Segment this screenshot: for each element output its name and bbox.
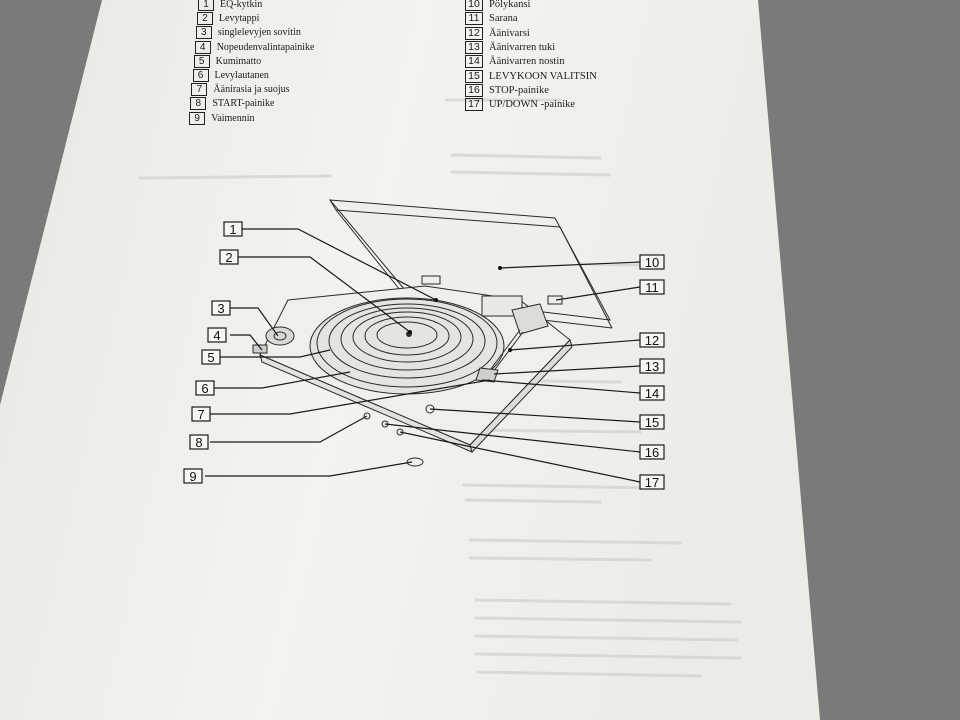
legend-number: 5 bbox=[193, 54, 210, 68]
callout-9: 9 bbox=[183, 468, 203, 484]
legend-label: Pölykansi bbox=[489, 0, 531, 10]
legend-item-4: 4 Nopeudenvalintapainike bbox=[194, 40, 315, 54]
callout-12: 12 bbox=[639, 332, 665, 348]
legend-item-16: 16 STOP-painike bbox=[465, 83, 549, 97]
legend-number: 8 bbox=[190, 97, 207, 111]
tonearm-weight bbox=[511, 303, 549, 335]
legend-number: 15 bbox=[465, 69, 483, 83]
callout-8: 8 bbox=[189, 434, 209, 450]
legend-number: 12 bbox=[465, 26, 483, 40]
legend-item-17: 17 UP/DOWN -painike bbox=[465, 98, 576, 112]
legend-item-2: 2 Levytappi bbox=[196, 12, 260, 26]
svg-text:2: 2 bbox=[225, 250, 232, 265]
legend-number: 14 bbox=[465, 55, 483, 69]
callout-7: 7 bbox=[191, 406, 211, 422]
svg-text:6: 6 bbox=[201, 381, 208, 396]
legend-item-12: 12 Äänivarsi bbox=[465, 26, 530, 40]
legend-number: 16 bbox=[465, 83, 483, 97]
legend-label: Vaimennin bbox=[211, 112, 255, 124]
legend-number: 17 bbox=[465, 98, 483, 112]
callout-5: 5 bbox=[201, 349, 221, 365]
legend-label: Levytappi bbox=[218, 13, 260, 25]
legend-item-6: 6 Levylautanen bbox=[192, 69, 269, 82]
callout-2: 2 bbox=[219, 249, 239, 265]
callout-13: 13 bbox=[639, 358, 665, 374]
legend-label: Äänivarren tuki bbox=[489, 41, 556, 53]
legend-label: Äänivarsi bbox=[489, 27, 530, 39]
callout-1: 1 bbox=[223, 221, 243, 237]
svg-text:9: 9 bbox=[189, 469, 196, 484]
svg-text:11: 11 bbox=[645, 280, 659, 295]
legend-label: STOP-painike bbox=[489, 84, 549, 96]
svg-text:13: 13 bbox=[645, 359, 659, 374]
callout-15: 15 bbox=[639, 414, 665, 430]
legend-number: 13 bbox=[465, 40, 483, 54]
legend-item-7: 7 Äänirasia ja suojus bbox=[191, 83, 290, 97]
svg-text:3: 3 bbox=[217, 301, 224, 316]
callout-4: 4 bbox=[207, 327, 227, 343]
legend-number: 11 bbox=[465, 12, 483, 26]
svg-text:4: 4 bbox=[213, 328, 220, 343]
legend-label: Sarana bbox=[489, 13, 518, 25]
svg-text:15: 15 bbox=[645, 415, 659, 430]
legend-item-14: 14 Äänivarren nostin bbox=[465, 55, 565, 69]
callout-6: 6 bbox=[195, 380, 215, 396]
legend-label: Levylautanen bbox=[214, 70, 269, 81]
legend-item-10: 10 Pölykansi bbox=[465, 0, 530, 11]
svg-text:12: 12 bbox=[645, 333, 659, 348]
legend-label: UP/DOWN -painike bbox=[489, 99, 576, 111]
legend-label: LEVYKOON VALITSIN bbox=[489, 70, 597, 82]
legend-label: EQ-kytkin bbox=[220, 0, 263, 10]
legend-number: 2 bbox=[196, 12, 213, 26]
legend-item-9: 9 Vaimennin bbox=[189, 111, 255, 125]
legend-item-11: 11 Sarana bbox=[465, 12, 518, 26]
legend-number: 7 bbox=[191, 83, 208, 97]
legend-item-3: 3 singlelevyjen sovitin bbox=[195, 26, 301, 40]
legend-label: START-painike bbox=[212, 98, 275, 110]
legend-number: 4 bbox=[194, 40, 211, 54]
svg-text:8: 8 bbox=[195, 435, 202, 450]
callout-11: 11 bbox=[639, 279, 665, 295]
svg-text:7: 7 bbox=[197, 407, 204, 422]
legend-label: Äänivarren nostin bbox=[489, 56, 565, 68]
svg-text:10: 10 bbox=[645, 255, 659, 270]
callout-3: 3 bbox=[211, 300, 231, 316]
legend-item-5: 5 Kumimatto bbox=[193, 54, 262, 68]
svg-text:5: 5 bbox=[207, 350, 214, 365]
svg-text:1: 1 bbox=[229, 222, 236, 237]
legend-label: Nopeudenvalintapainike bbox=[216, 41, 315, 53]
legend-number: 3 bbox=[195, 26, 212, 40]
legend-number: 6 bbox=[192, 69, 209, 82]
svg-text:16: 16 bbox=[645, 445, 659, 460]
legend-label: Kumimatto bbox=[215, 55, 262, 67]
single-adapter bbox=[265, 326, 295, 346]
legend-item-1: 1 EQ-kytkin bbox=[198, 0, 262, 11]
legend-label: Äänirasia ja suojus bbox=[213, 84, 290, 96]
callout-14: 14 bbox=[639, 385, 665, 401]
svg-text:14: 14 bbox=[645, 386, 659, 401]
callout-16: 16 bbox=[639, 444, 665, 460]
legend-item-13: 13 Äänivarren tuki bbox=[465, 40, 556, 54]
legend-number: 9 bbox=[189, 111, 206, 125]
callout-17: 17 bbox=[639, 474, 665, 490]
dust-cover bbox=[328, 199, 611, 321]
legend-item-15: 15 LEVYKOON VALITSIN bbox=[465, 69, 597, 83]
svg-text:17: 17 bbox=[645, 475, 659, 490]
legend-number: 10 bbox=[465, 0, 483, 11]
legend-label: singlelevyjen sovitin bbox=[217, 27, 301, 39]
legend-item-8: 8 START-painike bbox=[190, 97, 275, 111]
callout-10: 10 bbox=[639, 254, 665, 270]
legend-number: 1 bbox=[198, 0, 214, 11]
